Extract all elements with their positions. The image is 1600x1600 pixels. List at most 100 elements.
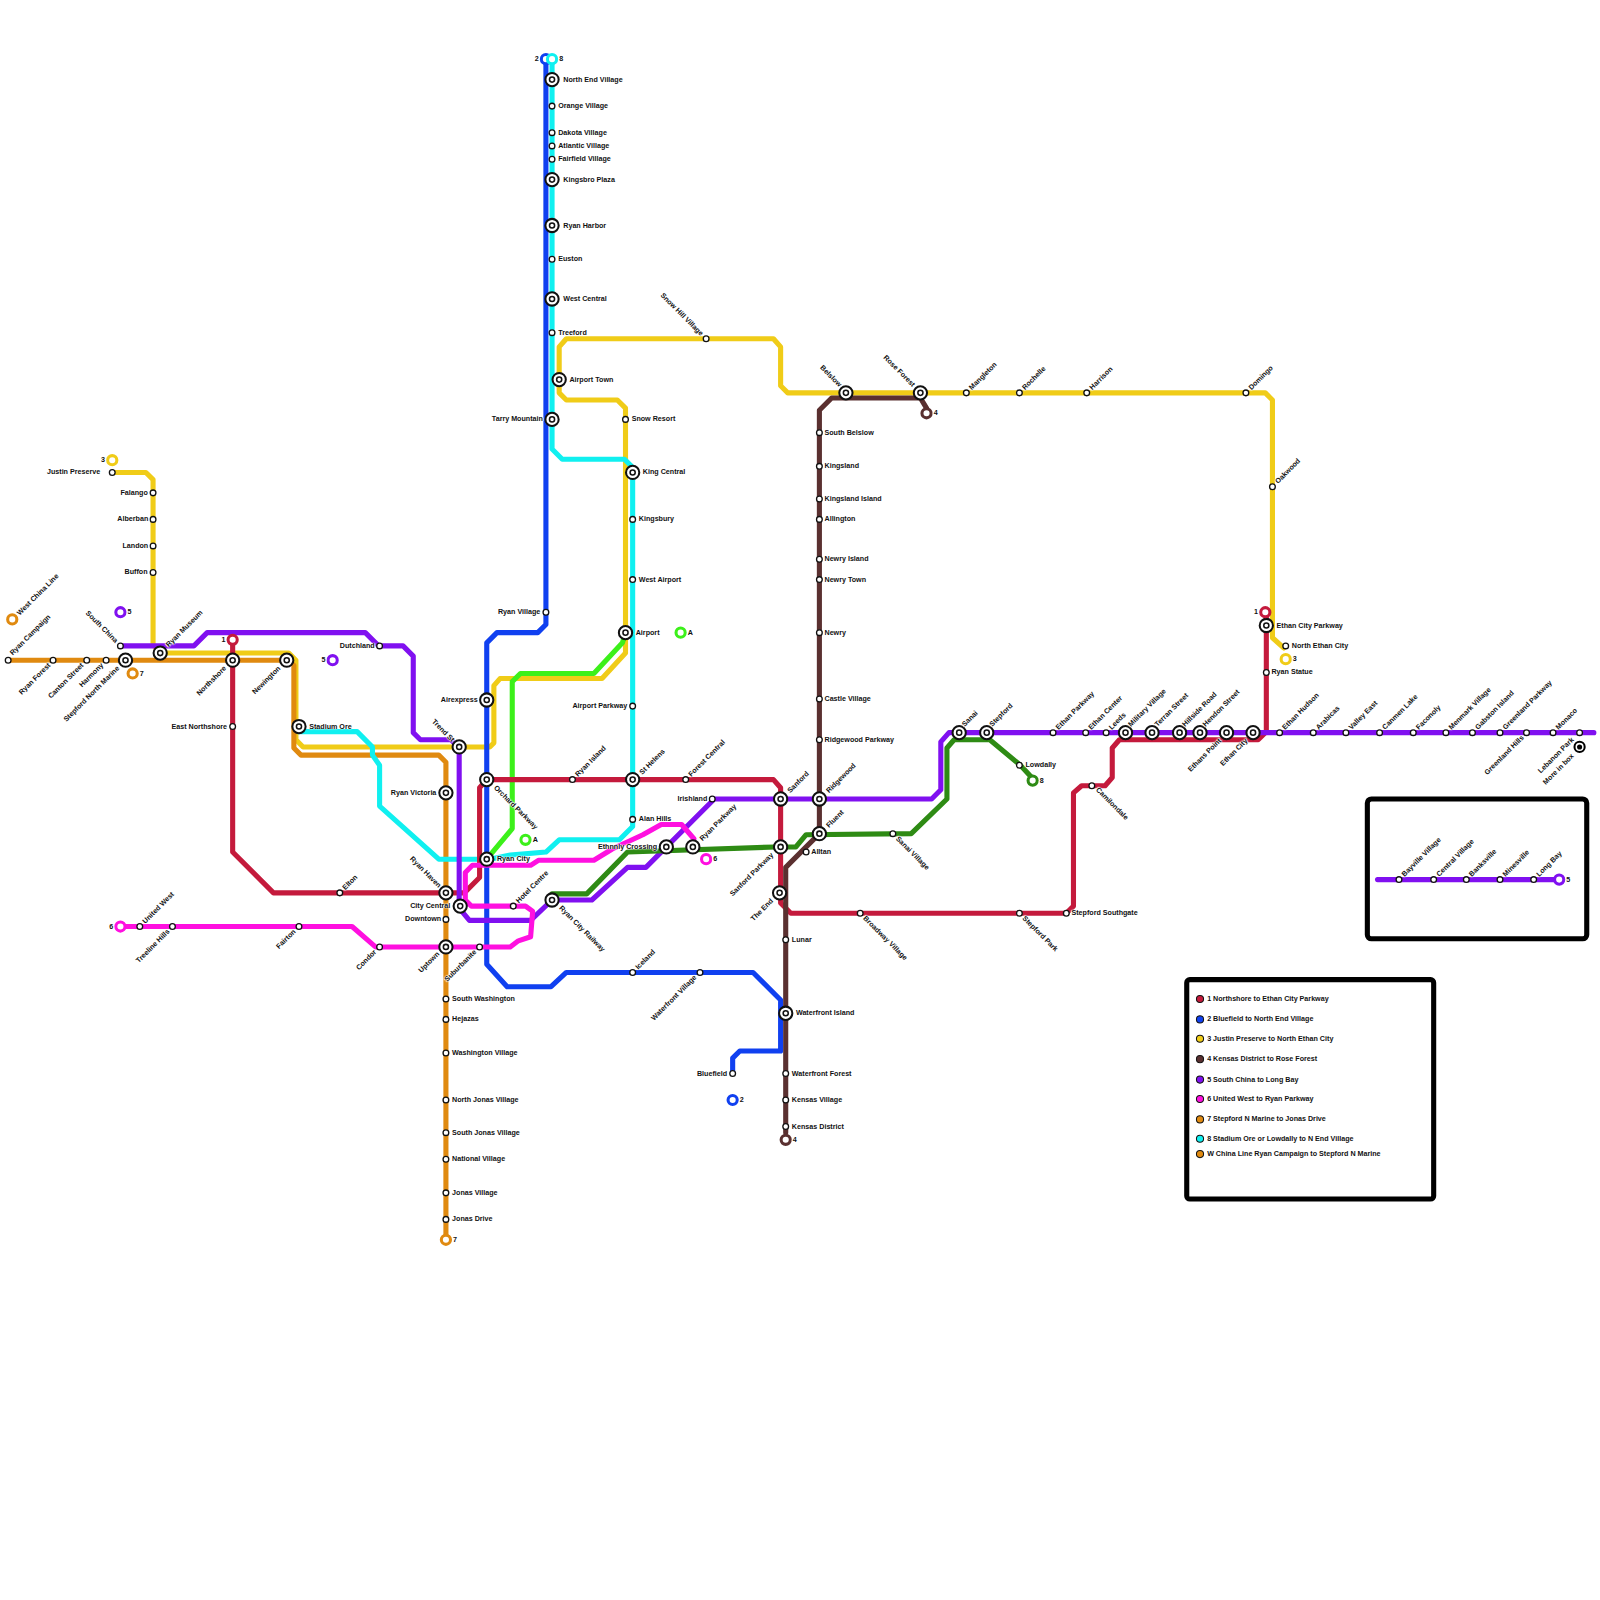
station-label: Ridgewood <box>825 762 858 795</box>
line-marker <box>728 1095 737 1104</box>
station-label: Snow Resort <box>632 415 676 423</box>
station-dot <box>783 937 789 943</box>
line-number: 3 <box>101 456 105 464</box>
station-label: Sanai <box>960 709 979 728</box>
station-label: Kensas District <box>792 1122 844 1130</box>
station-dot <box>443 1190 449 1196</box>
station-dot <box>549 103 555 109</box>
line-marker <box>116 608 125 617</box>
interchange-dot <box>1197 730 1202 735</box>
station-label: Hendon Street <box>1201 688 1241 728</box>
line-number: A <box>533 836 538 844</box>
line-marker <box>702 855 711 864</box>
station-dot <box>630 817 636 823</box>
interchange-dot <box>1149 730 1154 735</box>
line-number: 7 <box>453 1236 457 1244</box>
end-marker <box>1574 742 1584 752</box>
station-dot <box>443 1050 449 1056</box>
station-dot <box>549 330 555 336</box>
station-dots <box>5 55 1582 1245</box>
line-number: 4 <box>934 409 938 417</box>
interchange-dot <box>480 693 493 706</box>
station-dot <box>443 917 449 923</box>
interchange-dot <box>630 777 635 782</box>
station-label: Fairfield Village <box>558 155 611 163</box>
interchange-dot <box>843 390 848 395</box>
station-label: North Ethan City <box>1292 642 1348 650</box>
legend-swatch <box>1196 1015 1204 1023</box>
station-label: Sanford Parkway <box>728 851 775 898</box>
station-label: Landon <box>122 542 148 550</box>
station-label: Minesville <box>1501 848 1531 878</box>
station-dot <box>443 1017 449 1023</box>
station-label: Airport Town <box>569 376 613 384</box>
legend-text: 6 United West to Ryan Parkway <box>1207 1095 1313 1103</box>
station-label: West Airport <box>639 576 681 584</box>
interchange-dot <box>1119 726 1132 739</box>
station-dot <box>1243 390 1249 396</box>
line-marker <box>8 615 17 624</box>
station-label: St Helens <box>638 748 667 777</box>
station-label: Airport <box>636 629 660 637</box>
station-dot <box>1524 730 1530 736</box>
station-dot <box>443 1097 449 1103</box>
line-marker <box>228 635 237 644</box>
station-dot <box>1063 910 1069 916</box>
interchange-dot <box>458 904 463 909</box>
station-label: East Northshore <box>171 722 227 730</box>
interchange-dot <box>280 654 293 667</box>
legend-text: 8 Stadium Ore or Lowdally to N End Villa… <box>1207 1135 1353 1143</box>
station-dot <box>103 657 109 663</box>
station-label: Ryan Victoria <box>391 789 437 797</box>
interchange-dot <box>686 840 699 853</box>
station-label: Fairton <box>275 928 298 951</box>
interchange-dot <box>778 844 783 849</box>
line-number: A <box>688 629 693 637</box>
interchange-dot <box>226 654 239 667</box>
station-dot <box>817 517 823 523</box>
line-marker <box>108 456 117 465</box>
station-dot <box>1470 730 1476 736</box>
station-label: West Central <box>563 295 607 303</box>
interchange-dot <box>484 697 489 702</box>
station-label: Uptown <box>417 950 441 974</box>
station-dot <box>118 643 124 649</box>
station-label: Alberban <box>117 515 148 523</box>
line-marker <box>676 628 685 637</box>
line-number: 4 <box>793 1136 797 1144</box>
interchange-dot <box>813 827 826 840</box>
station-label: Kingsland Island <box>824 495 881 503</box>
station-label: South Jonas Village <box>452 1129 520 1137</box>
station-label: Kensas Village <box>792 1096 842 1104</box>
station-label: Banksville <box>1468 848 1499 879</box>
station-dot <box>377 643 383 649</box>
legend-swatch <box>1196 1095 1204 1103</box>
interchange-dot <box>630 470 635 475</box>
station-label: Jonas Village <box>452 1189 498 1197</box>
station-dot <box>817 556 823 562</box>
station-label: Newry Town <box>824 576 866 584</box>
station-dot <box>543 609 549 615</box>
legend-swatch <box>1196 1115 1204 1123</box>
station-dot <box>1263 670 1269 676</box>
station-dot <box>170 924 176 930</box>
station-dot <box>1396 877 1402 883</box>
station-dot <box>510 903 516 909</box>
station-label: Newington <box>251 664 283 696</box>
interchange-dot <box>545 73 558 86</box>
station-dot <box>1050 730 1056 736</box>
station-dot <box>1410 730 1416 736</box>
interchange-dot <box>454 899 467 912</box>
station-dot <box>817 737 823 743</box>
legend-swatch <box>1196 1135 1204 1143</box>
line-marker <box>781 1135 790 1144</box>
interchange-dot <box>545 413 558 426</box>
station-dot <box>630 517 636 523</box>
station-label: North End Village <box>563 76 622 84</box>
interchange-dot <box>777 890 782 895</box>
interchange-dot <box>119 654 132 667</box>
legend-swatch <box>1196 1076 1204 1084</box>
station-dot <box>337 890 343 896</box>
station-dot <box>1377 730 1383 736</box>
station-label: Alan Hills <box>639 815 672 823</box>
